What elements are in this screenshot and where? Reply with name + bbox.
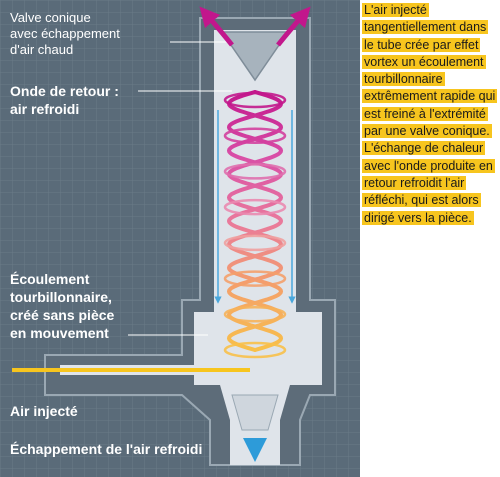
hot-air-arrow-left: [199, 6, 234, 47]
vortex-swirl-ring: [223, 341, 287, 359]
explanation-text-content: L'air injecté tangentiellement dans le t…: [362, 3, 498, 225]
vortex-swirl-ring: [223, 234, 287, 252]
conical-valve: [220, 31, 290, 82]
vortex-swirl-ring: [223, 127, 287, 144]
vortex-swirl-ring: [223, 306, 287, 323]
vortex-swirl-ring: [223, 91, 287, 109]
valve-label: Valve conique avec échappement d'air cha…: [10, 10, 120, 57]
hot-air-arrow-right: [276, 6, 311, 47]
vortex-swirl-ring: [223, 198, 287, 216]
vortex-flow-label: Écoulement tourbillonnaire, créé sans pi…: [10, 271, 115, 341]
return-wave-label: Onde de retour : air refroidi: [10, 83, 119, 117]
vortex-swirl-rings: [223, 91, 287, 359]
vortex-swirl-ring: [223, 163, 287, 180]
vortex-swirl-ring: [223, 270, 287, 287]
injected-air-label: Air injecté: [10, 403, 78, 419]
explanation-text: L'air injecté tangentiellement dans le t…: [362, 2, 498, 227]
cold-exhaust-label: Échappement de l'air refroidi: [10, 441, 203, 457]
vortex-tube-diagram: [0, 0, 360, 477]
